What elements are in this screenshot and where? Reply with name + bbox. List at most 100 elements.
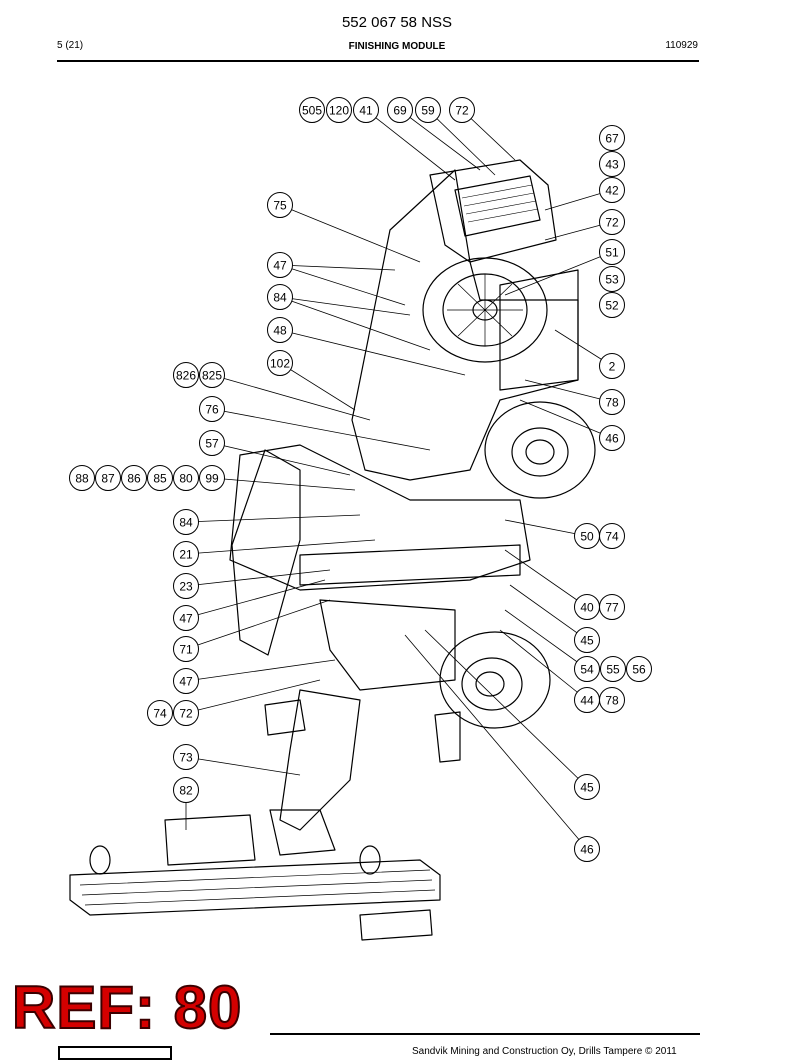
callout-circle <box>574 774 600 800</box>
callout-circle <box>599 425 625 451</box>
callout-label: 72 <box>605 216 619 230</box>
callout-label: 53 <box>605 273 619 287</box>
callout-bubble: 53 <box>599 266 625 292</box>
callout-circle <box>600 656 626 682</box>
callout-circle <box>599 594 625 620</box>
callout-label: 84 <box>273 291 287 305</box>
callout-circle <box>599 687 625 713</box>
callout-circle <box>599 125 625 151</box>
callout-circle <box>173 777 199 803</box>
callout-bubble: 75 <box>267 192 293 218</box>
callout-label: 21 <box>179 548 193 562</box>
callout-circle <box>199 465 225 491</box>
callout-circle <box>173 465 199 491</box>
callout-bubble: 72 <box>599 209 625 235</box>
callout-label: 78 <box>605 694 619 708</box>
callout-label: 72 <box>455 104 469 118</box>
callout-bubble: 86 <box>121 465 147 491</box>
callout-circle <box>599 151 625 177</box>
callout-bubble: 52 <box>599 292 625 318</box>
callout-bubble: 88 <box>69 465 95 491</box>
callout-circle <box>267 252 293 278</box>
callout-bubble: 43 <box>599 151 625 177</box>
callout-label: 86 <box>127 472 141 486</box>
callout-label: 59 <box>421 104 435 118</box>
callout-circle <box>599 389 625 415</box>
callout-bubble: 69 <box>387 97 413 123</box>
callout-circle <box>173 362 199 388</box>
callout-label: 55 <box>606 663 620 677</box>
callout-bubble: 44 <box>574 687 600 713</box>
callout-label: 75 <box>273 199 287 213</box>
callout-bubble: 51 <box>599 239 625 265</box>
callout-bubble: 99 <box>199 465 225 491</box>
callout-circle <box>173 636 199 662</box>
callout-bubble: 84 <box>267 284 293 310</box>
callout-circle <box>599 292 625 318</box>
callout-label: 47 <box>273 259 287 273</box>
callout-label: 73 <box>179 751 193 765</box>
document-date: 110929 <box>665 40 698 51</box>
callout-circle <box>199 396 225 422</box>
callout-label: 51 <box>605 246 619 260</box>
callout-circle <box>267 284 293 310</box>
callout-circle <box>267 317 293 343</box>
document-number: 552 067 58 NSS <box>341 14 453 31</box>
leader-lines <box>185 109 613 850</box>
callout-circle <box>574 836 600 862</box>
callout-bubble: 23 <box>173 573 199 599</box>
callout-circle <box>599 353 625 379</box>
callout-label: 71 <box>179 643 193 657</box>
callout-label: 77 <box>605 601 619 615</box>
callout-bubble: 47 <box>267 252 293 278</box>
callout-label: 48 <box>273 324 287 338</box>
callout-label: 44 <box>580 694 594 708</box>
callout-label: 69 <box>393 104 407 118</box>
callout-label: 78 <box>605 396 619 410</box>
callout-label: 57 <box>205 437 219 451</box>
ref-stamp: REF: 80 <box>11 974 243 1041</box>
callout-circle <box>599 209 625 235</box>
callout-circle <box>147 465 173 491</box>
callout-bubble: 67 <box>599 125 625 151</box>
callout-bubble: 42 <box>599 177 625 203</box>
callout-bubble: 78 <box>599 687 625 713</box>
callout-label: 87 <box>101 472 115 486</box>
callout-label: 47 <box>179 612 193 626</box>
callout-bubble: 50 <box>574 523 600 549</box>
callout-bubble: 45 <box>574 627 600 653</box>
callout-label: 85 <box>153 472 167 486</box>
callout-bubble: 505 <box>299 97 325 123</box>
callout-bubble: 47 <box>173 668 199 694</box>
callout-label: 74 <box>605 530 619 544</box>
callout-bubble: 40 <box>574 594 600 620</box>
callout-bubble: 74 <box>599 523 625 549</box>
callout-circle <box>599 177 625 203</box>
callout-label: 99 <box>205 472 219 486</box>
callout-label: 76 <box>205 403 219 417</box>
callout-label: 45 <box>580 781 594 795</box>
callout-bubble: 56 <box>626 656 652 682</box>
callout-circle <box>173 573 199 599</box>
callout-circle <box>599 266 625 292</box>
callout-label: 40 <box>580 601 594 615</box>
callout-label: 42 <box>605 184 619 198</box>
callout-bubble: 54 <box>574 656 600 682</box>
page-number: 5 (21) <box>57 40 84 51</box>
callout-label: 54 <box>580 663 594 677</box>
callout-label: 826 <box>176 369 196 383</box>
callout-bubble: 45 <box>574 774 600 800</box>
callout-bubble: 71 <box>173 636 199 662</box>
callout-circle <box>599 523 625 549</box>
callout-bubble: 825 <box>199 362 225 388</box>
callout-circle <box>326 97 352 123</box>
sandvik-logo <box>58 1046 172 1060</box>
callout-circle <box>626 656 652 682</box>
callout-bubble: 2 <box>599 353 625 379</box>
callout-label: 74 <box>153 707 167 721</box>
callout-circle <box>574 656 600 682</box>
callout-circle <box>69 465 95 491</box>
machine-line-art <box>69 159 596 941</box>
module-title: FINISHING MODULE <box>348 41 446 52</box>
